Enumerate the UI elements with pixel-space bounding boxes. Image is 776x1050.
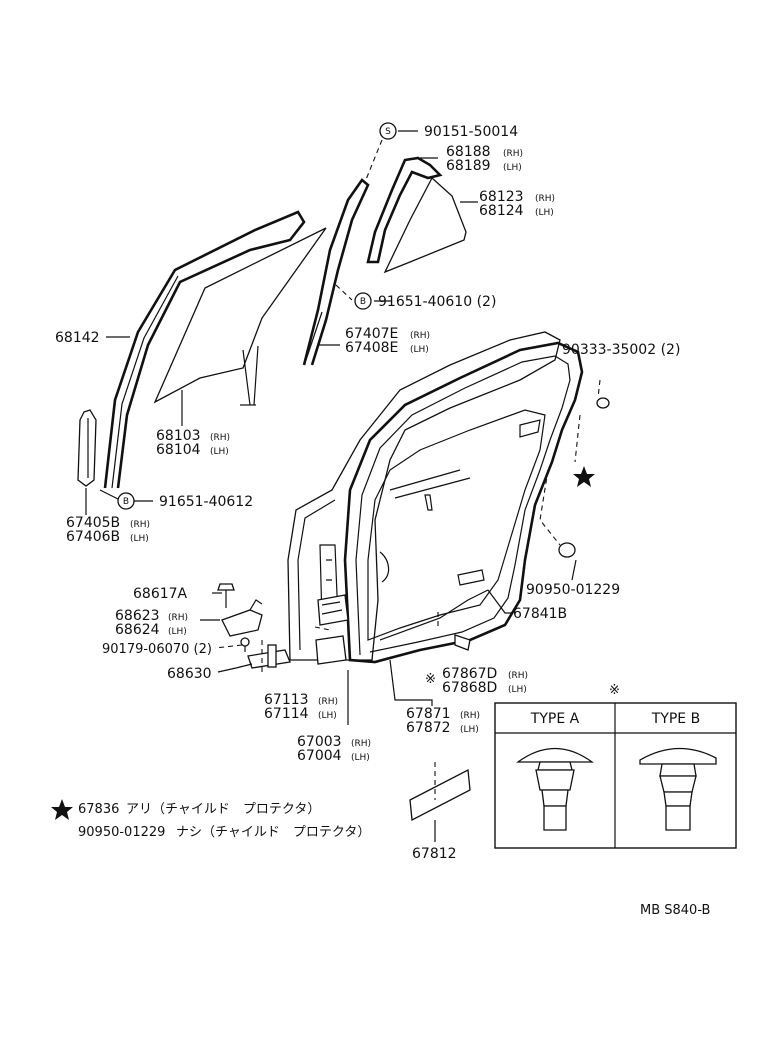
label-68124: 68124 (479, 203, 524, 219)
table-mark: ※ (609, 683, 620, 698)
glass-run (103, 210, 306, 489)
side-68123: (RH) (535, 194, 555, 204)
side-68104: (LH) (210, 447, 229, 457)
side-67004: (LH) (351, 753, 370, 763)
side-67871: (RH) (460, 711, 480, 721)
label-68123: 68123 (479, 189, 524, 205)
diagram-code: MB S840-B (640, 903, 710, 918)
note-none-text: ナシ（チャイルド プロテクタ） (176, 825, 370, 840)
type-a-label: TYPE A (530, 711, 580, 727)
label-67407: 67407E (345, 326, 398, 342)
label-67812: 67812 (412, 846, 457, 862)
door-inner-panel (367, 409, 546, 641)
clip-type-table: ※ TYPE A TYPE B (494, 683, 737, 849)
mark-b1-text: B (360, 297, 366, 307)
side-67406: (LH) (130, 534, 149, 544)
door-check (221, 599, 263, 652)
side-67113: (RH) (318, 697, 338, 707)
label-67872: 67872 (406, 720, 451, 736)
label-67406: 67406B (66, 529, 120, 545)
label-91651a: 91651-40610 (2) (378, 294, 496, 310)
side-68624: (LH) (168, 627, 187, 637)
label-91651b: 91651-40612 (159, 494, 253, 510)
service-hole-cover (379, 589, 489, 641)
door-hinges (315, 594, 349, 665)
label-67113: 67113 (264, 692, 309, 708)
label-67003: 67003 (297, 734, 342, 750)
star-icon (573, 466, 595, 487)
mark-b1 (354, 292, 372, 310)
clip-67867 (454, 634, 471, 651)
label-67114: 67114 (264, 706, 309, 722)
side-68623: (RH) (168, 613, 188, 623)
door-weatherstrip (343, 341, 584, 664)
label-67004: 67004 (297, 748, 342, 764)
label-67867: 67867D (442, 666, 497, 682)
side-67407: (RH) (410, 331, 430, 341)
label-90179: 90179-06070 (2) (102, 642, 212, 657)
note-star-text: アリ（チャイルド プロテクタ） (126, 802, 320, 817)
label-67871: 67871 (406, 706, 451, 722)
bolt-68617 (217, 583, 235, 608)
side-68189: (LH) (503, 163, 522, 173)
door-glass (153, 227, 327, 406)
protector-67812 (409, 768, 471, 822)
side-68103: (RH) (210, 433, 230, 443)
side-67408: (LH) (410, 345, 429, 355)
quarter-weatherstrip (366, 156, 443, 264)
part-labels: 90151-50014 68188 (RH) 68189 (LH) 68123 … (55, 124, 680, 862)
type-b-clip (639, 747, 717, 831)
note-star-part: 67836 (78, 802, 119, 817)
label-90950: 90950-01229 (526, 582, 620, 598)
quarter-glass (383, 176, 467, 274)
mark-s (379, 122, 397, 140)
rear-lower-channel (302, 178, 370, 366)
side-67867: (RH) (508, 671, 528, 681)
mark-s-text: S (385, 127, 391, 137)
label-68189: 68189 (446, 158, 491, 174)
label-68623: 68623 (115, 608, 160, 624)
side-68188: (RH) (503, 149, 523, 159)
notes: 67836 アリ（チャイルド プロテクタ） 90950-01229 ナシ（チャイ… (51, 799, 370, 840)
type-b-label: TYPE B (651, 711, 700, 727)
label-68142: 68142 (55, 330, 100, 346)
check-link (235, 644, 291, 669)
note-none-part: 90950-01229 (78, 825, 165, 840)
front-lower-channel (77, 409, 97, 487)
plug-90950 (558, 542, 576, 558)
side-67114: (LH) (318, 711, 337, 721)
callout-marks: S B B (117, 122, 397, 510)
type-a-clip (516, 747, 594, 831)
mark-b2-text: B (123, 497, 129, 507)
side-67405: (RH) (130, 520, 150, 530)
label-68617: 68617A (133, 586, 188, 602)
star-icon-note (51, 799, 73, 820)
mark-b2 (117, 492, 135, 510)
label-90333: 90333-35002 (2) (562, 342, 680, 358)
label-67408: 67408E (345, 340, 398, 356)
label-90151: 90151-50014 (424, 124, 518, 140)
side-67003: (RH) (351, 739, 371, 749)
label-67841: 67841B (513, 606, 567, 622)
label-67868: 67868D (442, 680, 497, 696)
label-67405: 67405B (66, 515, 120, 531)
plug-90333 (596, 397, 610, 409)
label-68103: 68103 (156, 428, 201, 444)
leader-lines (85, 130, 601, 842)
side-67872: (LH) (460, 725, 479, 735)
side-67868: (LH) (508, 685, 527, 695)
label-68624: 68624 (115, 622, 160, 638)
label-68104: 68104 (156, 442, 201, 458)
side-68124: (LH) (535, 208, 554, 218)
label-68188: 68188 (446, 144, 491, 160)
label-68630: 68630 (167, 666, 212, 682)
note-mark-67867: ※ (425, 672, 436, 687)
